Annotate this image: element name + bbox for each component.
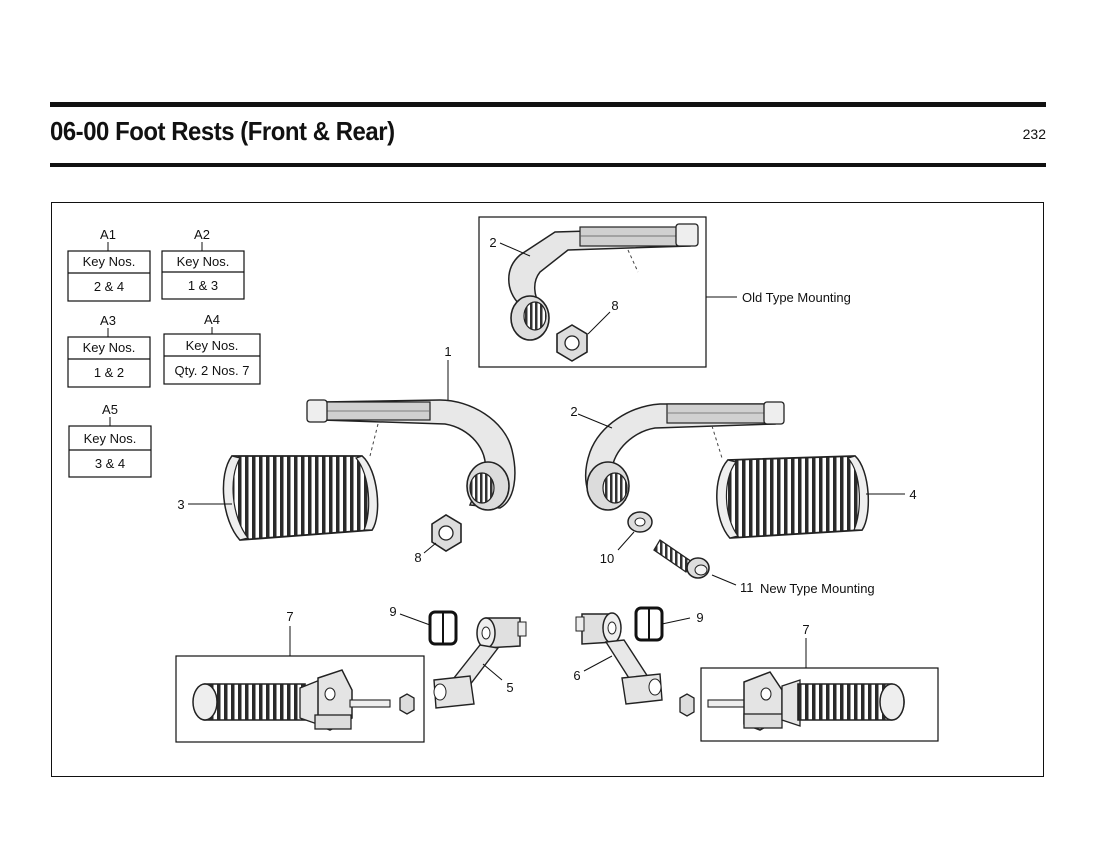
key-number-9: 9 — [696, 610, 703, 625]
key-number-3: 3 — [177, 497, 184, 512]
footrest-bracket-part-1 — [321, 399, 516, 509]
key-number-2: 2 — [489, 235, 496, 250]
page-number: 232 — [1022, 126, 1046, 142]
footrest-rubber-part-4 — [716, 455, 870, 539]
legend-value: Qty. 2 Nos. 7 — [175, 363, 250, 378]
diagram-frame — [51, 202, 1044, 777]
legend-header: Key Nos. — [177, 254, 230, 269]
legend-header: Key Nos. — [83, 340, 136, 355]
key-number-4: 4 — [909, 487, 916, 502]
key-number-11: 11 — [740, 580, 754, 595]
legend-value: 2 & 4 — [94, 279, 124, 294]
legend-a4: A4 Key Nos. Qty. 2 Nos. 7 — [163, 312, 261, 385]
legend-a1: A1 Key Nos. 2 & 4 — [67, 227, 151, 302]
key-number-2: 2 — [570, 404, 577, 419]
legend-a5: A5 Key Nos. 3 & 4 — [68, 402, 152, 478]
key-number-8: 8 — [611, 298, 618, 313]
nut-icon — [679, 693, 695, 717]
old-type-mounting-label: Old Type Mounting — [742, 290, 851, 305]
legend-a2: A2 Key Nos. 1 & 3 — [161, 227, 245, 300]
nut-icon — [399, 693, 415, 715]
key-number-7: 7 — [802, 622, 809, 637]
key-number-1: 1 — [444, 344, 451, 359]
key-number-6: 6 — [573, 668, 580, 683]
key-number-7: 7 — [286, 609, 293, 624]
legend-id: A1 — [100, 227, 116, 242]
legend-header: Key Nos. — [84, 431, 137, 446]
key-number-5: 5 — [506, 680, 513, 695]
page-title: 06-00 Foot Rests (Front & Rear) — [50, 116, 395, 146]
legend-value: 3 & 4 — [95, 456, 125, 471]
key-number-8: 8 — [414, 550, 421, 565]
legend-value: 1 & 2 — [94, 365, 124, 380]
right-footrest-assembly: 2 4 10 11 New Type Mounting — [570, 401, 917, 596]
right-rear-peg-assembly: 6 9 7 — [573, 606, 939, 742]
legend-id: A5 — [102, 402, 118, 417]
legend-header: Key Nos. — [186, 338, 239, 353]
old-type-mounting-inset: 2 8 Old Type Mounting — [478, 216, 851, 368]
legend-id: A2 — [194, 227, 210, 242]
key-number-9: 9 — [389, 604, 396, 619]
legend-a3: A3 Key Nos. 1 & 2 — [67, 313, 151, 388]
legend-id: A3 — [100, 313, 116, 328]
left-footrest-assembly: 1 3 8 — [177, 344, 516, 565]
legend-header: Key Nos. — [83, 254, 136, 269]
new-type-mounting-label: New Type Mounting — [760, 581, 875, 596]
footrest-rubber-part-3 — [222, 455, 379, 541]
key-number-10: 10 — [600, 551, 614, 566]
header-rule-top — [50, 102, 1046, 107]
header-rule-bottom — [50, 163, 1046, 167]
bolt-icon — [653, 539, 710, 579]
legend-id: A4 — [204, 312, 220, 327]
left-rear-peg-assembly: 7 9 5 — [175, 604, 527, 743]
legend-value: 1 & 3 — [188, 278, 218, 293]
